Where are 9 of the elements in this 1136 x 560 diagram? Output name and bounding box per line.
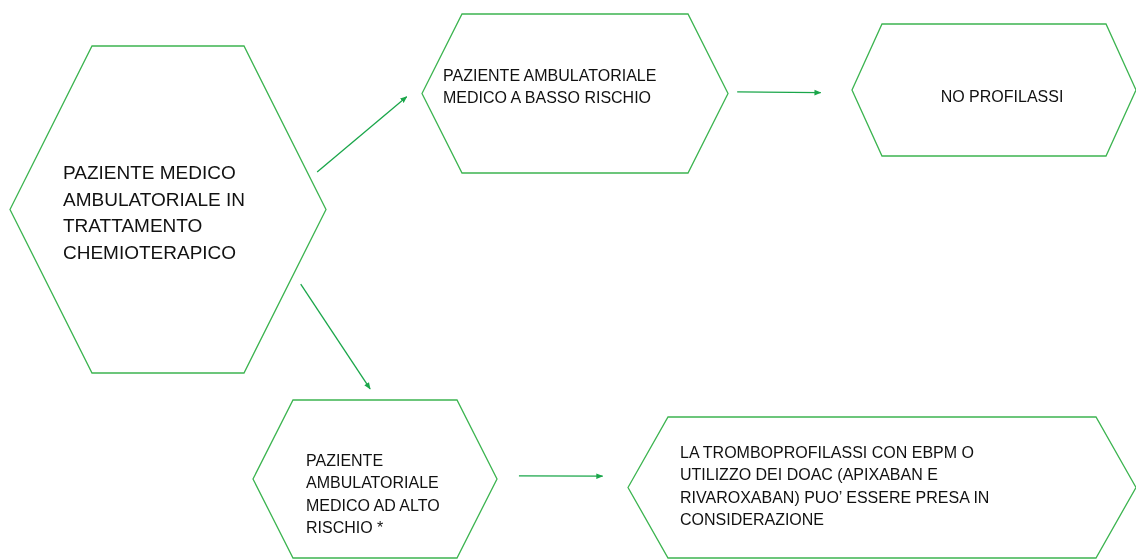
node-text: NO PROFILASSI: [939, 87, 1065, 107]
node-text: PAZIENTE AMBULATORIALE MEDICO A BASSO RISCHIO: [443, 66, 658, 109]
arrow: [300, 283, 371, 390]
arrow: [316, 96, 408, 173]
node-text: PAZIENTE MEDICO AMBULATORIALE IN TRATTAMENTO CHEMIOTERAPICO: [63, 161, 246, 265]
node-text: PAZIENTE AMBULATORIALE MEDICO AD ALTO RISCHIO *: [306, 451, 441, 539]
node-text: LA TROMBOPROFILASSI CON EBPM O UTILIZZO DEI DOAC (APIXABAN E RIVAROXABAN) PUO’ ESSERE PRESA IN CONSIDERAZIONE: [680, 443, 991, 531]
arrow: [518, 473, 604, 479]
arrow: [736, 89, 822, 96]
